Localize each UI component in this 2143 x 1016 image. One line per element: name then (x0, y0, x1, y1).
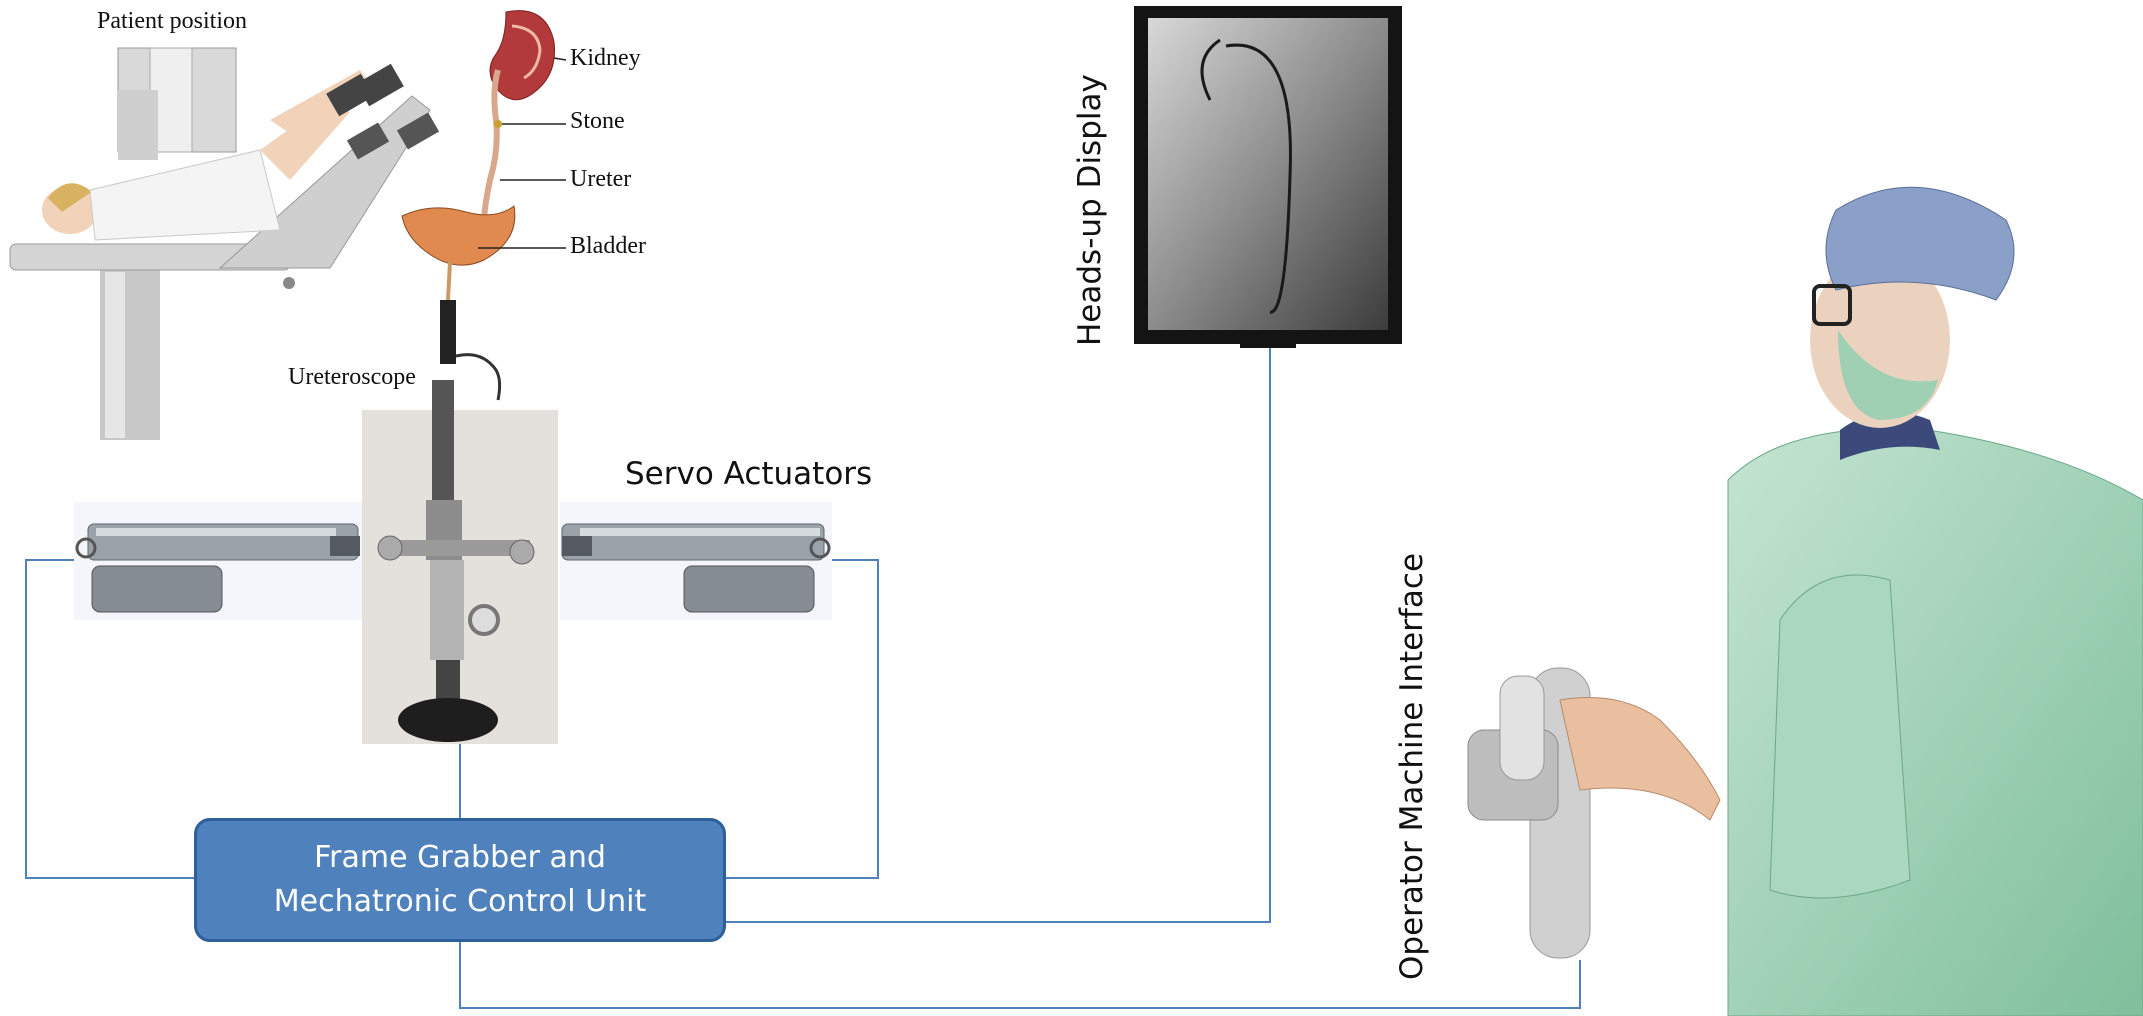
left-actuator-connector (25, 559, 194, 879)
left-actuator (74, 502, 362, 620)
operator-interface-connector (459, 942, 1581, 1009)
right-actuator (560, 502, 832, 620)
connector-lines (25, 342, 1581, 1009)
ureteroscope-label: Ureteroscope (288, 364, 416, 390)
heads-up-display-label: Heads-up Display (1072, 74, 1108, 346)
right-actuator-connector (726, 559, 879, 879)
control-unit-box: Frame Grabber and Mechatronic Control Un… (194, 818, 726, 942)
ureter-label: Ureter (570, 166, 632, 192)
patient-position-label: Patient position (97, 8, 247, 34)
urinary-tract-illustration (401, 10, 556, 401)
heads-up-display-monitor (1134, 6, 1402, 348)
haptic-device (1467, 667, 1721, 959)
control-unit-line-1: Frame Grabber and (314, 840, 606, 875)
ureteroscope-photo (362, 380, 558, 744)
control-unit-line-2: Mechatronic Control Unit (273, 884, 647, 919)
operator-machine-interface-label: Operator Machine Interface (1394, 552, 1430, 980)
display-connector (726, 342, 1271, 923)
patient-illustration (9, 47, 440, 440)
bladder-label: Bladder (570, 233, 646, 259)
servo-actuators-label: Servo Actuators (625, 456, 873, 492)
surgeon-illustration (1727, 186, 2143, 1016)
stone-label: Stone (570, 108, 625, 134)
kidney-label: Kidney (570, 45, 641, 71)
